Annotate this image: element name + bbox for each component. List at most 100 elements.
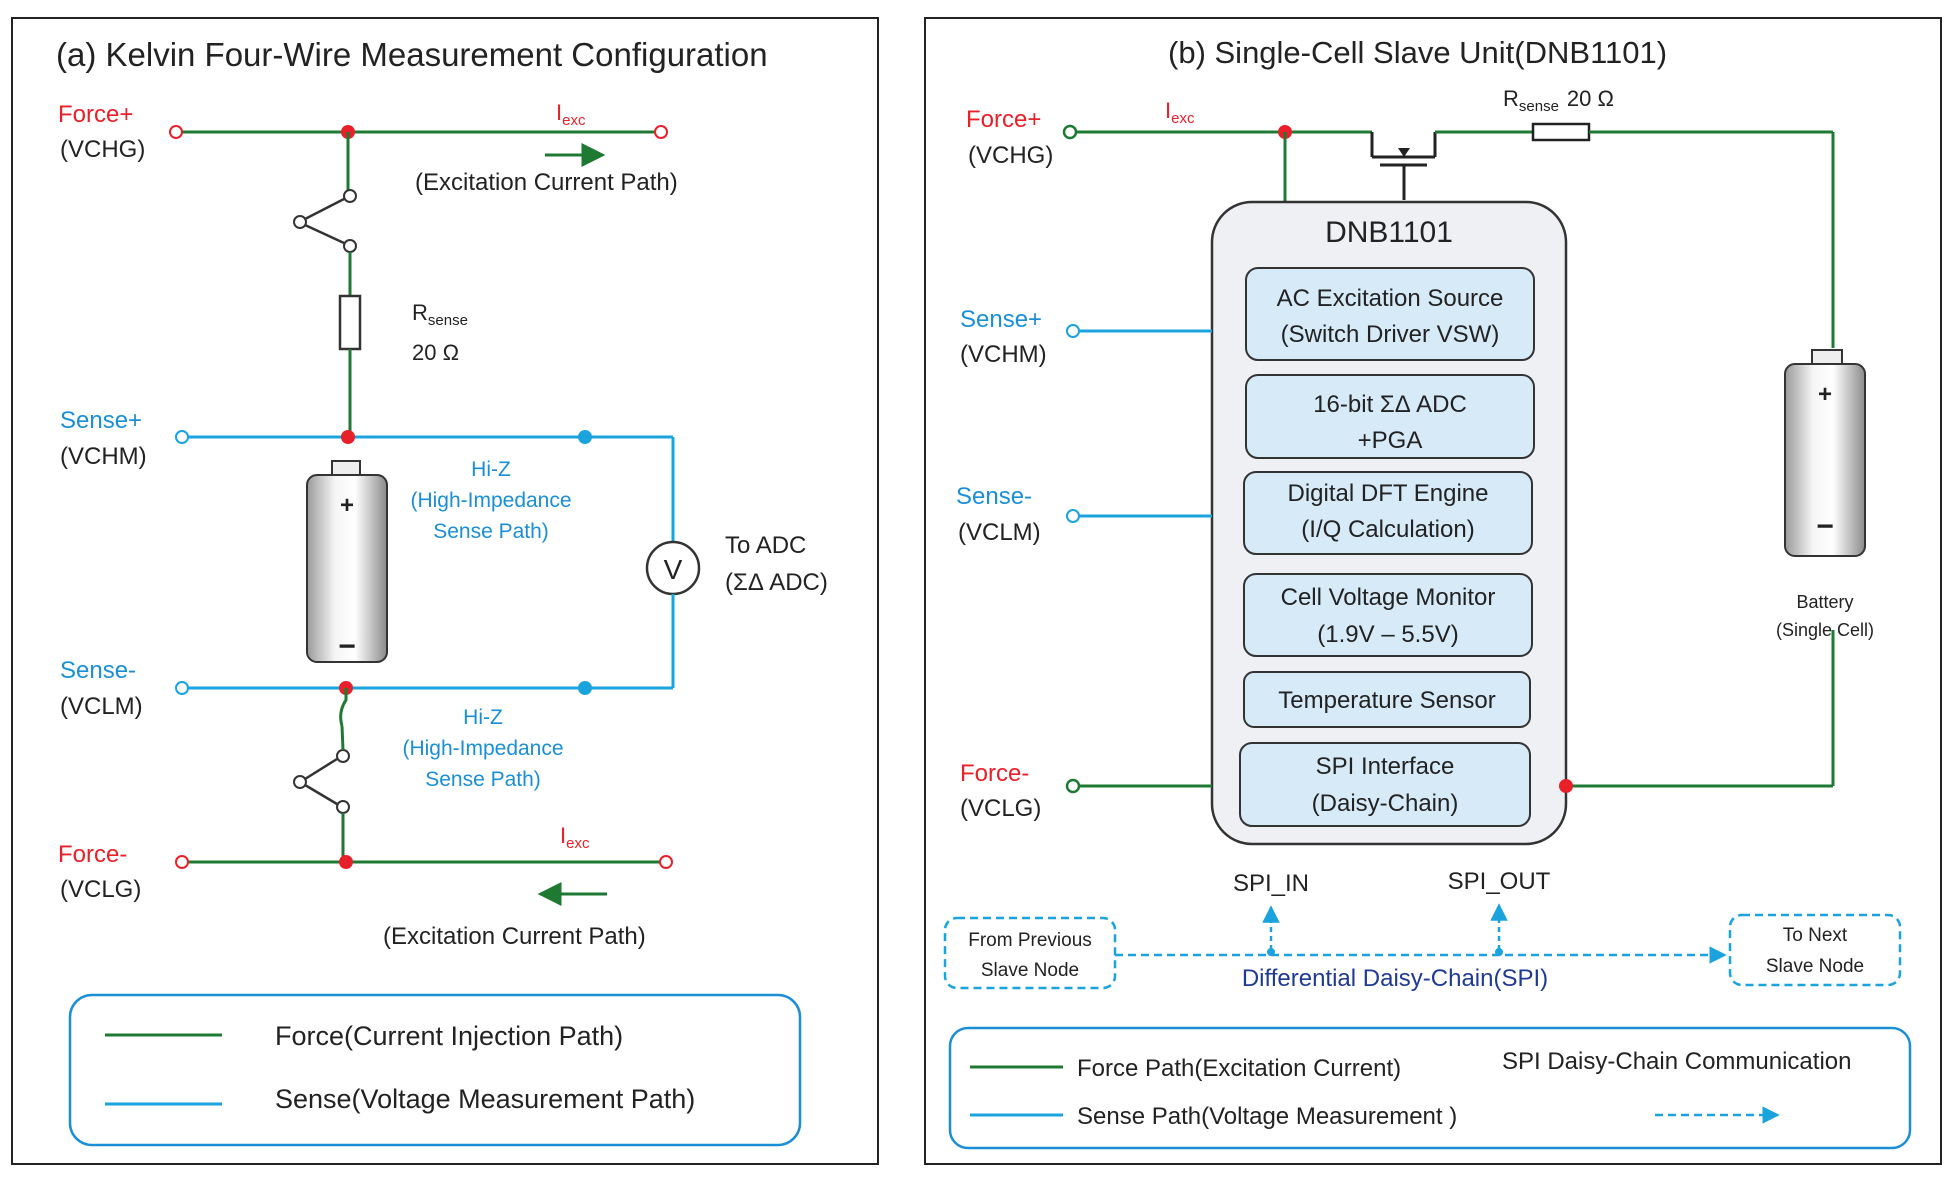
switch-top-contact-2	[343, 239, 357, 253]
b-force-plus-terminal	[1062, 124, 1078, 140]
legend-a-force-label: Force(Current Injection Path)	[275, 1021, 623, 1051]
legend-b-spi-label: SPI Daisy-Chain Communication	[1502, 1048, 1851, 1075]
to-next-line1: To Next	[1783, 925, 1848, 946]
from-previous-node-box	[943, 916, 1117, 990]
switch-top-pivot	[293, 215, 307, 229]
switch-top-arm	[304, 197, 345, 221]
panel-b: (b) Single-Cell Slave Unit(DNB1101) Forc…	[924, 17, 1942, 1165]
battery-b-label-1: Battery	[1796, 592, 1853, 612]
switch-top-arm-2	[304, 223, 345, 245]
sense-minus-tap	[578, 681, 592, 695]
force-plus-out-terminal	[654, 125, 668, 139]
hiz-top-1: Hi-Z	[471, 458, 511, 481]
block-ac-excitation-line2: (Switch Driver VSW)	[1281, 321, 1500, 348]
hiz-bottom-2: (High-Impedance	[402, 737, 563, 760]
to-next-line2: Slave Node	[1766, 956, 1864, 977]
force-minus-terminal	[175, 855, 189, 869]
switch-bottom-arm-2	[304, 783, 338, 806]
battery-b-minus: −	[1816, 510, 1834, 543]
block-voltage-monitor-line1: Cell Voltage Monitor	[1281, 584, 1496, 611]
force-minus-sub: (VCLG)	[60, 876, 141, 903]
b-sense-minus-label: Sense-	[956, 483, 1032, 510]
block-temperature-line1: Temperature Sensor	[1278, 687, 1495, 714]
rsense-value: 20 Ω	[412, 340, 459, 365]
sense-plus-tap	[578, 430, 592, 444]
from-previous-line1: From Previous	[968, 930, 1092, 951]
switch-top-contact-1	[343, 189, 357, 203]
to-next-node-box	[1728, 913, 1902, 987]
switch-bottom-pivot	[293, 775, 307, 789]
block-spi	[1239, 742, 1531, 827]
block-temperature	[1243, 671, 1531, 728]
block-dft-line1: Digital DFT Engine	[1288, 480, 1489, 507]
battery-b-body	[1784, 363, 1866, 557]
b-sense-plus-terminal	[1066, 324, 1080, 338]
b-rsense-resistor	[1531, 122, 1591, 142]
sense-plus-node	[341, 430, 355, 444]
to-adc-1: To ADC	[725, 532, 806, 559]
block-ac-excitation	[1245, 267, 1535, 361]
battery-a-plus: +	[340, 492, 354, 519]
b-force-plus-sub: (VCHG)	[968, 142, 1053, 169]
mosfet-arrow	[1398, 148, 1410, 157]
spi-out-label: SPI_OUT	[1448, 868, 1551, 895]
b-force-minus-label: Force-	[960, 760, 1029, 787]
battery-b: + − Battery (Single Cell)	[1776, 349, 1874, 640]
switch-bottom-contact-2	[336, 800, 350, 814]
legend-b-force-label: Force Path(Excitation Current)	[1077, 1055, 1401, 1082]
legend-b-sense-label: Sense Path(Voltage Measurement )	[1077, 1103, 1457, 1130]
rsense-resistor	[338, 294, 362, 351]
from-previous-line2: Slave Node	[981, 960, 1079, 981]
force-minus-out-terminal	[659, 855, 673, 869]
sense-plus-label: Sense+	[60, 407, 142, 434]
block-ac-excitation-line1: AC Excitation Source	[1277, 285, 1504, 312]
battery-b-plus: +	[1818, 381, 1832, 408]
switch-bottom-lead-2	[340, 725, 345, 751]
b-return-node	[1559, 779, 1573, 793]
legend-b	[948, 1026, 1912, 1150]
b-sense-plus-sub: (VCHM)	[960, 341, 1047, 368]
panel-a: (a) Kelvin Four-Wire Measurement Configu…	[11, 17, 879, 1165]
block-spi-line1: SPI Interface	[1316, 753, 1455, 780]
spi-in-label: SPI_IN	[1233, 870, 1309, 897]
to-adc-2: (ΣΔ ADC)	[725, 569, 828, 596]
legend-a-sense-label: Sense(Voltage Measurement Path)	[275, 1084, 695, 1114]
b-force-minus-terminal	[1065, 778, 1081, 794]
switch-bottom-arm	[304, 757, 338, 781]
b-sense-minus-terminal	[1066, 509, 1080, 523]
hiz-bottom-3: Sense Path)	[425, 768, 541, 791]
voltmeter-symbol: V	[664, 554, 683, 585]
sense-minus-label: Sense-	[60, 657, 136, 684]
block-adc-line2: +PGA	[1358, 427, 1423, 454]
b-sense-plus-label: Sense+	[960, 306, 1042, 333]
switch-bottom-lead	[339, 688, 348, 727]
battery-a-body	[306, 474, 388, 663]
block-dft-line2: (I/Q Calculation)	[1301, 516, 1474, 543]
sense-minus-terminal	[175, 681, 189, 695]
sense-plus-terminal	[175, 430, 189, 444]
panel-b-title: (b) Single-Cell Slave Unit(DNB1101)	[1168, 35, 1667, 70]
battery-b-label-2: (Single Cell)	[1776, 620, 1874, 640]
sense-minus-sub: (VCLM)	[60, 693, 143, 720]
block-adc	[1245, 374, 1535, 459]
excitation-path-top: (Excitation Current Path)	[415, 169, 678, 196]
hiz-bottom-1: Hi-Z	[463, 706, 503, 729]
daisy-chain-label: Differential Daisy-Chain(SPI)	[1242, 965, 1548, 992]
battery-a: + −	[306, 460, 388, 663]
iexc-bottom-label: Iexc	[560, 823, 590, 852]
battery-a-cap	[331, 460, 361, 477]
switch-bottom-contact-1	[336, 749, 350, 763]
iexc-top-label: Iexc	[556, 100, 586, 129]
force-plus-label: Force+	[58, 101, 133, 128]
hiz-top-2: (High-Impedance	[410, 489, 571, 512]
battery-a-minus: −	[338, 630, 356, 663]
panel-a-frame	[11, 17, 879, 1165]
panel-a-title: (a) Kelvin Four-Wire Measurement Configu…	[56, 36, 768, 73]
hiz-top-3: Sense Path)	[433, 520, 549, 543]
excitation-path-bottom: (Excitation Current Path)	[383, 923, 646, 950]
sense-plus-sub: (VCHM)	[60, 443, 147, 470]
block-voltage-monitor-line2: (1.9V – 5.5V)	[1317, 621, 1458, 648]
b-force-minus-sub: (VCLG)	[960, 795, 1041, 822]
